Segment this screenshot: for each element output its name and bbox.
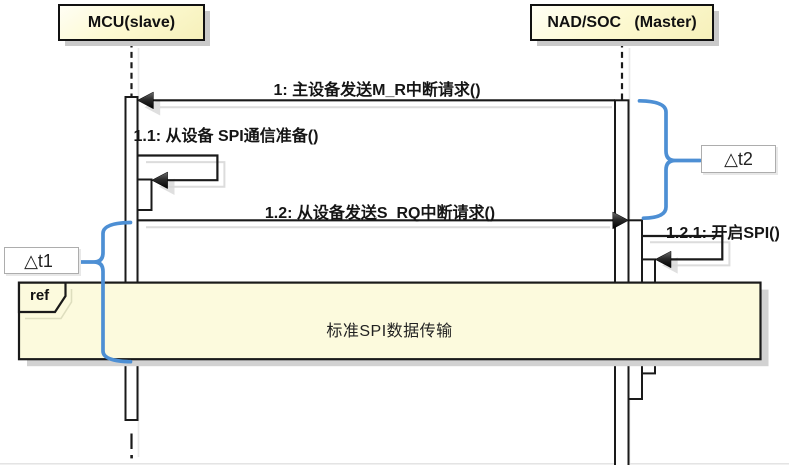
ref-pentagon	[17, 281, 67, 314]
ref-fragment-label: 标准SPI数据传输	[326, 323, 453, 340]
message-1-2-1-label: 1.2.1: 开启SPI()	[666, 225, 780, 242]
actor-mcu-header[interactable]: MCU(slave)	[58, 4, 205, 41]
t1-brace[interactable]	[77, 220, 133, 364]
actor-nad-label: NAD/SOC (Master)	[547, 13, 697, 31]
t2-brace[interactable]	[637, 98, 702, 221]
message-1-1-shadow	[146, 161, 226, 188]
mcu-nested-activation-bar[interactable]	[136, 178, 153, 211]
message-1-1-label: 1.1: 从设备 SPI通信准备()	[133, 128, 319, 145]
message-1-2-1-shadow	[650, 241, 731, 267]
mcu-lifeline-bottom-dot	[130, 455, 133, 459]
mcu-activation-bar[interactable]	[124, 96, 139, 421]
message-1-2-label: 1.2: 从设备发送S_RQ中断请求()	[264, 204, 496, 222]
actor-nad-header[interactable]: NAD/SOC (Master)	[530, 4, 714, 41]
delta-t2-note[interactable]: △t2	[701, 145, 776, 173]
ref-keyword: ref	[30, 287, 50, 304]
message-1-2-1-arrowhead	[654, 250, 672, 269]
message-1-1-line[interactable]	[138, 154, 219, 182]
message-1-2-arrowhead	[612, 211, 630, 230]
ref-fragment-box[interactable]	[17, 281, 762, 361]
message-1-1-arrowhead	[151, 171, 168, 190]
delta-t1-label: △t1	[24, 250, 53, 271]
delta-t1-note[interactable]: △t1	[4, 247, 79, 274]
message-1-label: 1: 主设备发送M_R中断请求()	[273, 82, 481, 99]
message-1-2-1-line[interactable]	[643, 234, 724, 261]
message-1-arrowhead	[136, 91, 154, 110]
actor-mcu-label: MCU(slave)	[87, 13, 176, 31]
ref-pentagon-shadow	[25, 289, 73, 320]
delta-t2-label: △t2	[724, 149, 753, 169]
